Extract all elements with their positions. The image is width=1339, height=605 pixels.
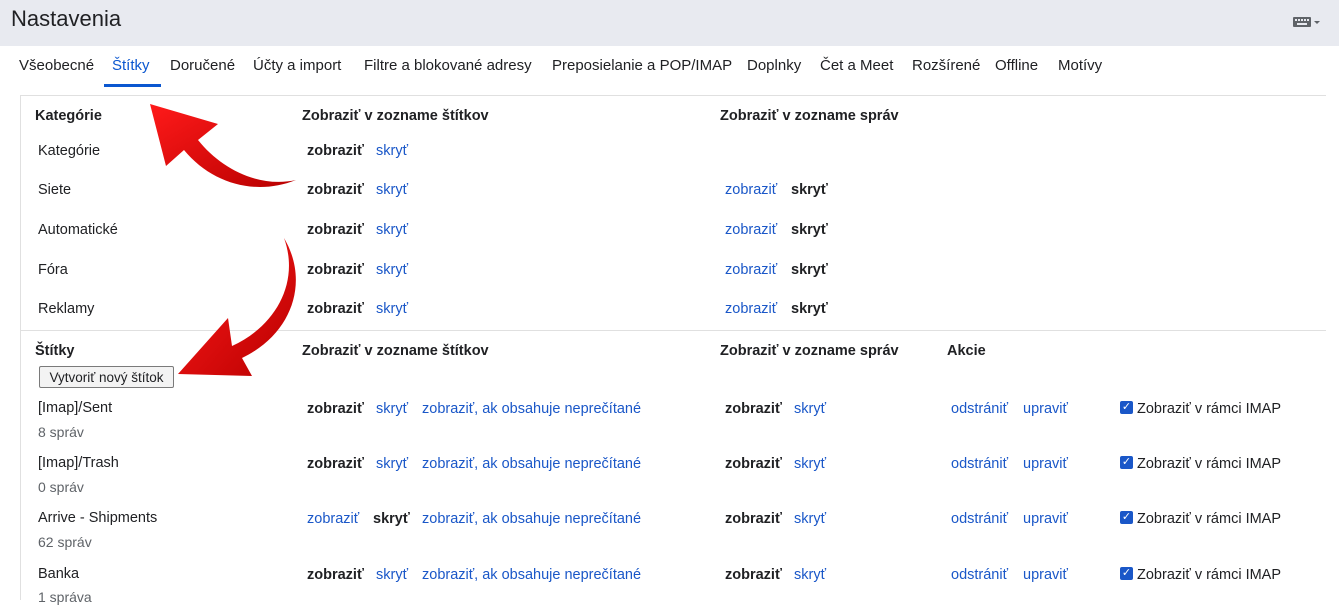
imap-checkbox-label: Zobraziť v rámci IMAP (1137, 567, 1282, 583)
edit-label-link[interactable]: upraviť (1023, 401, 1068, 417)
tab-chat-meet[interactable]: Čet a Meet (820, 57, 894, 74)
message-list-hide: skryť (791, 301, 828, 317)
label-list-show-if-unread-link[interactable]: zobraziť, ak obsahuje neprečítané (422, 511, 642, 527)
category-name: Automatické (38, 222, 118, 238)
tab-labels[interactable]: Štítky (112, 57, 150, 74)
labels-header: Štítky (35, 343, 75, 359)
active-tab-indicator (104, 84, 161, 87)
tab-themes[interactable]: Motívy (1058, 57, 1103, 74)
imap-checkbox[interactable]: ✓ (1120, 456, 1133, 469)
label-list-show: zobraziť (307, 182, 364, 198)
settings-header: Nastavenia (0, 0, 1339, 46)
label-name: Arrive - Shipments (38, 510, 158, 526)
remove-label-link[interactable]: odstrániť (951, 456, 1009, 472)
message-list-hide-link[interactable]: skryť (794, 401, 827, 417)
label-name: [Imap]/Sent (38, 400, 113, 416)
label-list-show-if-unread-link[interactable]: zobraziť, ak obsahuje neprečítané (422, 456, 642, 472)
tab-inbox[interactable]: Doručené (170, 57, 236, 74)
tab-filters[interactable]: Filtre a blokované adresy (364, 57, 532, 74)
label-list-hide-link[interactable]: skryť (376, 301, 409, 317)
imap-checkbox[interactable]: ✓ (1120, 511, 1133, 524)
remove-label-link[interactable]: odstrániť (951, 401, 1009, 417)
imap-checkbox-label: Zobraziť v rámci IMAP (1137, 401, 1282, 417)
tab-offline[interactable]: Offline (995, 57, 1039, 74)
tab-accounts[interactable]: Účty a import (253, 57, 342, 74)
label-list-show: zobraziť (307, 262, 364, 278)
label-list-show: zobraziť (307, 567, 364, 583)
message-list-show-link[interactable]: zobraziť (725, 222, 778, 238)
label-list-hide: skryť (373, 511, 410, 527)
remove-label-link[interactable]: odstrániť (951, 511, 1009, 527)
category-name: Siete (38, 182, 72, 198)
remove-label-link[interactable]: odstrániť (951, 567, 1009, 583)
column-header-actions: Akcie (947, 343, 986, 359)
divider (20, 95, 1326, 96)
message-list-hide: skryť (791, 182, 828, 198)
column-header-message-list: Zobraziť v zozname správ (720, 108, 899, 124)
message-list-hide: skryť (791, 222, 828, 238)
label-list-show: zobraziť (307, 401, 364, 417)
label-list-hide-link[interactable]: skryť (376, 456, 409, 472)
message-list-show: zobraziť (725, 401, 782, 417)
tab-forwarding[interactable]: Preposielanie a POP/IMAP (552, 57, 733, 74)
message-list-hide-link[interactable]: skryť (794, 567, 827, 583)
label-name: Banka (38, 566, 80, 582)
label-list-show-if-unread-link[interactable]: zobraziť, ak obsahuje neprečítané (422, 401, 642, 417)
label-list-show: zobraziť (307, 456, 364, 472)
page-title: Nastavenia (11, 6, 122, 31)
label-list-hide-link[interactable]: skryť (376, 222, 409, 238)
tab-advanced[interactable]: Rozšírené (912, 57, 981, 74)
imap-checkbox[interactable]: ✓ (1120, 567, 1133, 580)
imap-checkbox-label: Zobraziť v rámci IMAP (1137, 456, 1282, 472)
label-list-show: zobraziť (307, 301, 364, 317)
category-name: Kategórie (38, 143, 101, 159)
tab-general[interactable]: Všeobecné (19, 57, 95, 74)
message-list-show-link[interactable]: zobraziť (725, 182, 778, 198)
column-header-message-list: Zobraziť v zozname správ (720, 343, 899, 359)
label-message-count: 1 správa (38, 589, 92, 605)
label-list-hide-link[interactable]: skryť (376, 262, 409, 278)
label-list-show: zobraziť (307, 143, 364, 159)
keyboard-icon[interactable] (1293, 16, 1321, 28)
label-name: [Imap]/Trash (38, 455, 119, 471)
categories-header: Kategórie (35, 108, 102, 124)
settings-tabs: Všeobecné Štítky Doručené Účty a import … (0, 46, 1339, 88)
message-list-show-link[interactable]: zobraziť (725, 301, 778, 317)
category-name: Reklamy (38, 301, 95, 317)
divider (20, 330, 1326, 331)
category-name: Fóra (38, 262, 68, 278)
label-message-count: 8 správ (38, 424, 84, 440)
edit-label-link[interactable]: upraviť (1023, 456, 1068, 472)
label-list-show-link[interactable]: zobraziť (307, 511, 360, 527)
message-list-hide-link[interactable]: skryť (794, 456, 827, 472)
label-list-show: zobraziť (307, 222, 364, 238)
label-message-count: 62 správ (38, 534, 92, 550)
message-list-show: zobraziť (725, 456, 782, 472)
column-header-label-list: Zobraziť v zozname štítkov (302, 343, 489, 359)
message-list-hide: skryť (791, 262, 828, 278)
red-arrow-1 (150, 104, 296, 188)
divider (20, 95, 21, 600)
label-list-hide-link[interactable]: skryť (376, 567, 409, 583)
label-list-hide-link[interactable]: skryť (376, 182, 409, 198)
message-list-show: zobraziť (725, 567, 782, 583)
imap-checkbox[interactable]: ✓ (1120, 401, 1133, 414)
edit-label-link[interactable]: upraviť (1023, 567, 1068, 583)
red-arrow-2 (178, 238, 296, 376)
column-header-label-list: Zobraziť v zozname štítkov (302, 108, 489, 124)
message-list-show: zobraziť (725, 511, 782, 527)
label-list-hide-link[interactable]: skryť (376, 143, 409, 159)
message-list-hide-link[interactable]: skryť (794, 511, 827, 527)
label-list-hide-link[interactable]: skryť (376, 401, 409, 417)
label-list-show-if-unread-link[interactable]: zobraziť, ak obsahuje neprečítané (422, 567, 642, 583)
message-list-show-link[interactable]: zobraziť (725, 262, 778, 278)
imap-checkbox-label: Zobraziť v rámci IMAP (1137, 511, 1282, 527)
create-label-button[interactable]: Vytvoriť nový štítok (39, 366, 174, 388)
tab-addons[interactable]: Doplnky (747, 57, 802, 74)
edit-label-link[interactable]: upraviť (1023, 511, 1068, 527)
label-message-count: 0 správ (38, 479, 84, 495)
